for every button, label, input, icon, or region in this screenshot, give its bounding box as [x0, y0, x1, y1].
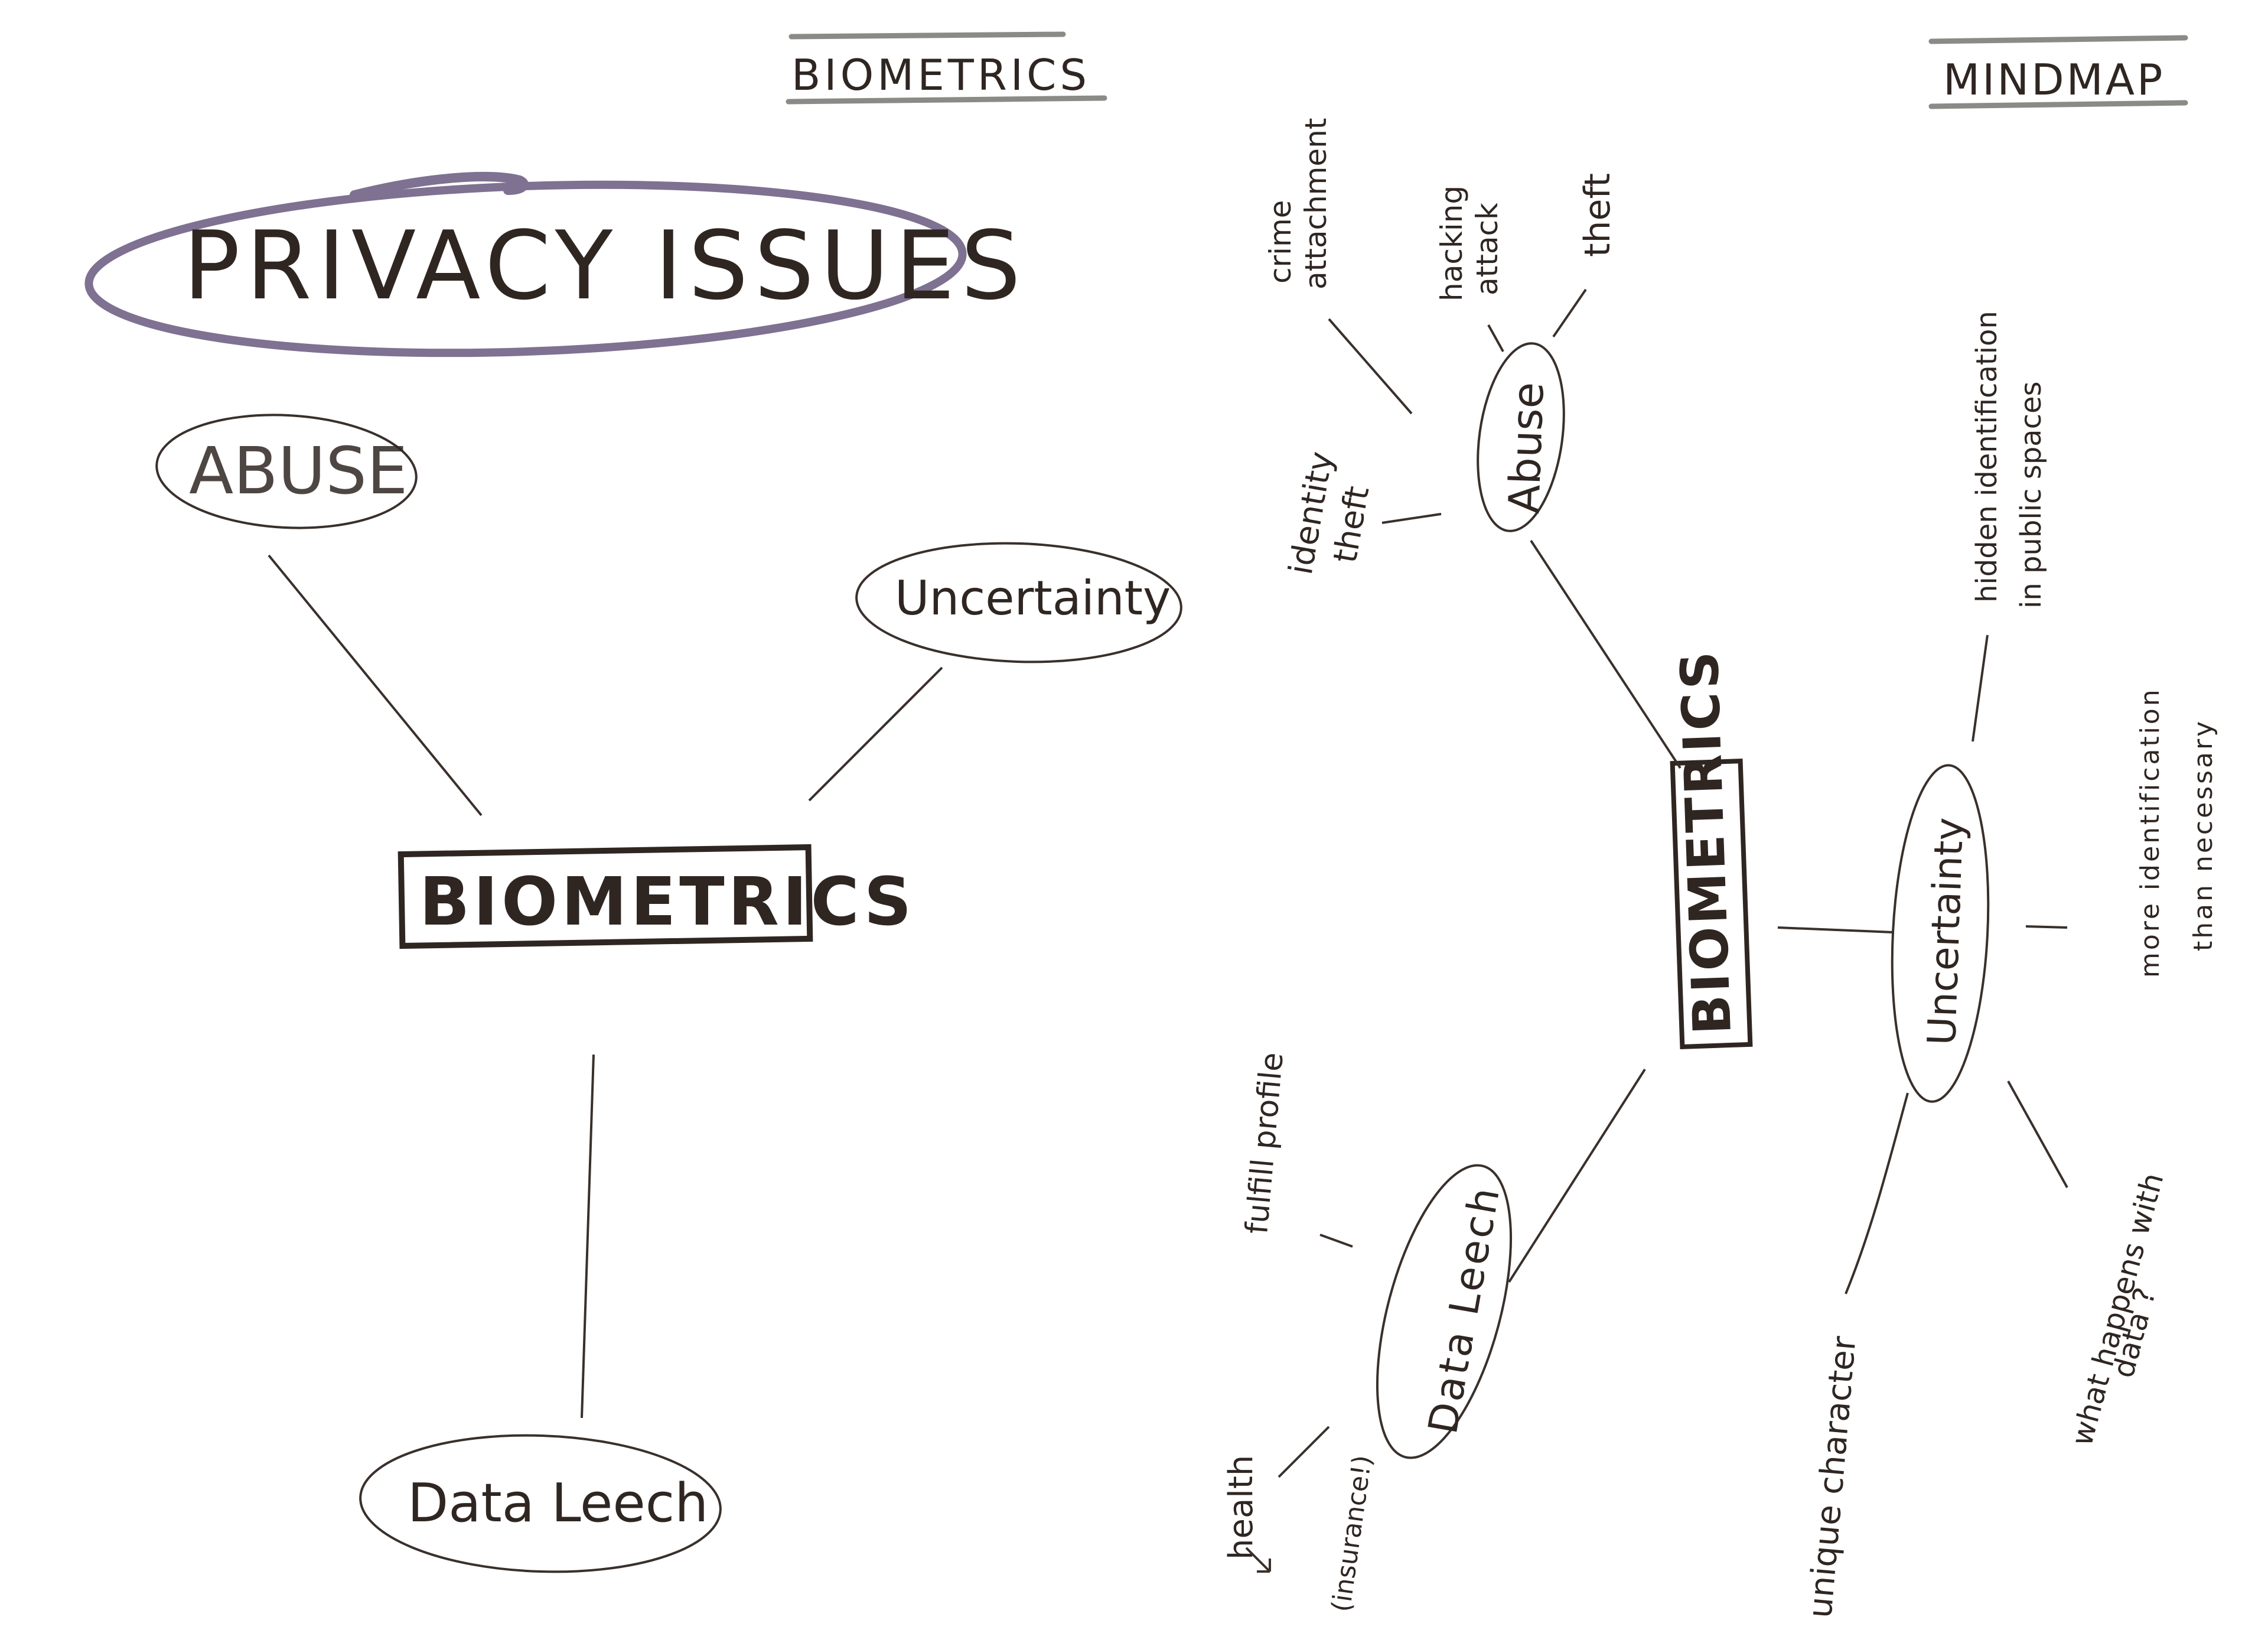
r-leaf-theft: theft: [1577, 173, 1618, 257]
r-connector-abuse: [1530, 539, 1682, 769]
r-leaf-hidden-1: hidden identification: [1970, 311, 2003, 603]
r-leaf-insurance: (insurance!): [1326, 1453, 1378, 1614]
header-left: BIOMETRICS: [786, 31, 1107, 105]
header-left-rule-bottom: [786, 95, 1107, 105]
r-dl-fulfill-line: [1319, 1234, 1353, 1248]
r-leaf-more-1: more identification: [2135, 687, 2165, 978]
r-abuse-label: Abuse: [1499, 381, 1553, 514]
r-leaf-hacking-1: hacking: [1435, 186, 1469, 301]
left-map: PRIVACY ISSUES ABUSE Uncertainty BIOMETR…: [84, 172, 1182, 1573]
header-right: MINDMAP: [1928, 35, 2188, 109]
r-uncertainty-label: Uncertainty: [1919, 817, 1972, 1046]
r-data-leech-ellipse: [1376, 1164, 1513, 1459]
r-biometrics-label: BIOMETRICS: [1669, 648, 1743, 1036]
abuse-label: ABUSE: [189, 433, 408, 509]
r-biometrics-box: [1670, 758, 1753, 1049]
r-connector-data-leech: [1508, 1068, 1646, 1283]
biometrics-center-label: BIOMETRICS: [419, 864, 915, 941]
r-data-leech-label: Data Leech: [1420, 1182, 1510, 1437]
uncertainty-label: Uncertainty: [895, 571, 1171, 626]
r-leaf-hidden-2: in public spaces: [2015, 381, 2048, 609]
connector-data-leech: [581, 1054, 595, 1418]
r-leaf-crime-2: attachment: [1299, 118, 1333, 289]
r-uncertainty-ellipse: [1891, 764, 1990, 1103]
r-health-arrow: [1245, 1547, 1271, 1573]
header-left-rule-top: [788, 31, 1066, 40]
r-leaf-hacking-2: attack: [1470, 203, 1504, 295]
r-unc-unique-line: [1845, 1092, 1909, 1294]
r-leaf-unique: unique character: [1801, 1334, 1863, 1619]
uncertainty-ellipse: [855, 542, 1182, 663]
r-unc-more-line: [2025, 925, 2068, 929]
header-right-rule-top: [1928, 35, 2188, 44]
r-unc-what-line: [2007, 1081, 2068, 1188]
data-leech-ellipse: [359, 1434, 722, 1573]
r-leaf-identity-2: theft: [1326, 483, 1377, 565]
connector-uncertainty: [808, 666, 943, 802]
header-right-label: MINDMAP: [1943, 55, 2165, 105]
abuse-ellipse: [155, 414, 418, 529]
r-unc-hidden-line: [1972, 635, 1989, 742]
r-leaf-health: health: [1222, 1455, 1260, 1560]
title-text: PRIVACY ISSUES: [183, 210, 1027, 321]
header-left-label: BIOMETRICS: [791, 50, 1090, 100]
biometrics-box: [397, 844, 813, 949]
connector-abuse: [268, 554, 483, 816]
r-abuse-hacking-line: [1487, 324, 1504, 352]
data-leech-label: Data Leech: [408, 1472, 708, 1534]
r-connector-uncertainty: [1777, 926, 1894, 933]
r-abuse-identity-line: [1381, 513, 1442, 524]
r-dl-health-line: [1278, 1426, 1330, 1478]
r-abuse-crime-line: [1328, 318, 1413, 415]
title-ellipse: [84, 180, 967, 357]
r-leaf-fulfill: fulfill profile: [1239, 1051, 1291, 1235]
header-right-rule-bottom: [1928, 100, 2188, 109]
r-abuse-ellipse: [1477, 342, 1565, 532]
r-abuse-theft-line: [1552, 288, 1587, 338]
right-map: BIOMETRICS Abuse crime attachment hackin…: [1222, 118, 2218, 1620]
r-leaf-more-2: than necessary: [2188, 719, 2218, 951]
r-leaf-crime-1: crime: [1263, 200, 1298, 284]
